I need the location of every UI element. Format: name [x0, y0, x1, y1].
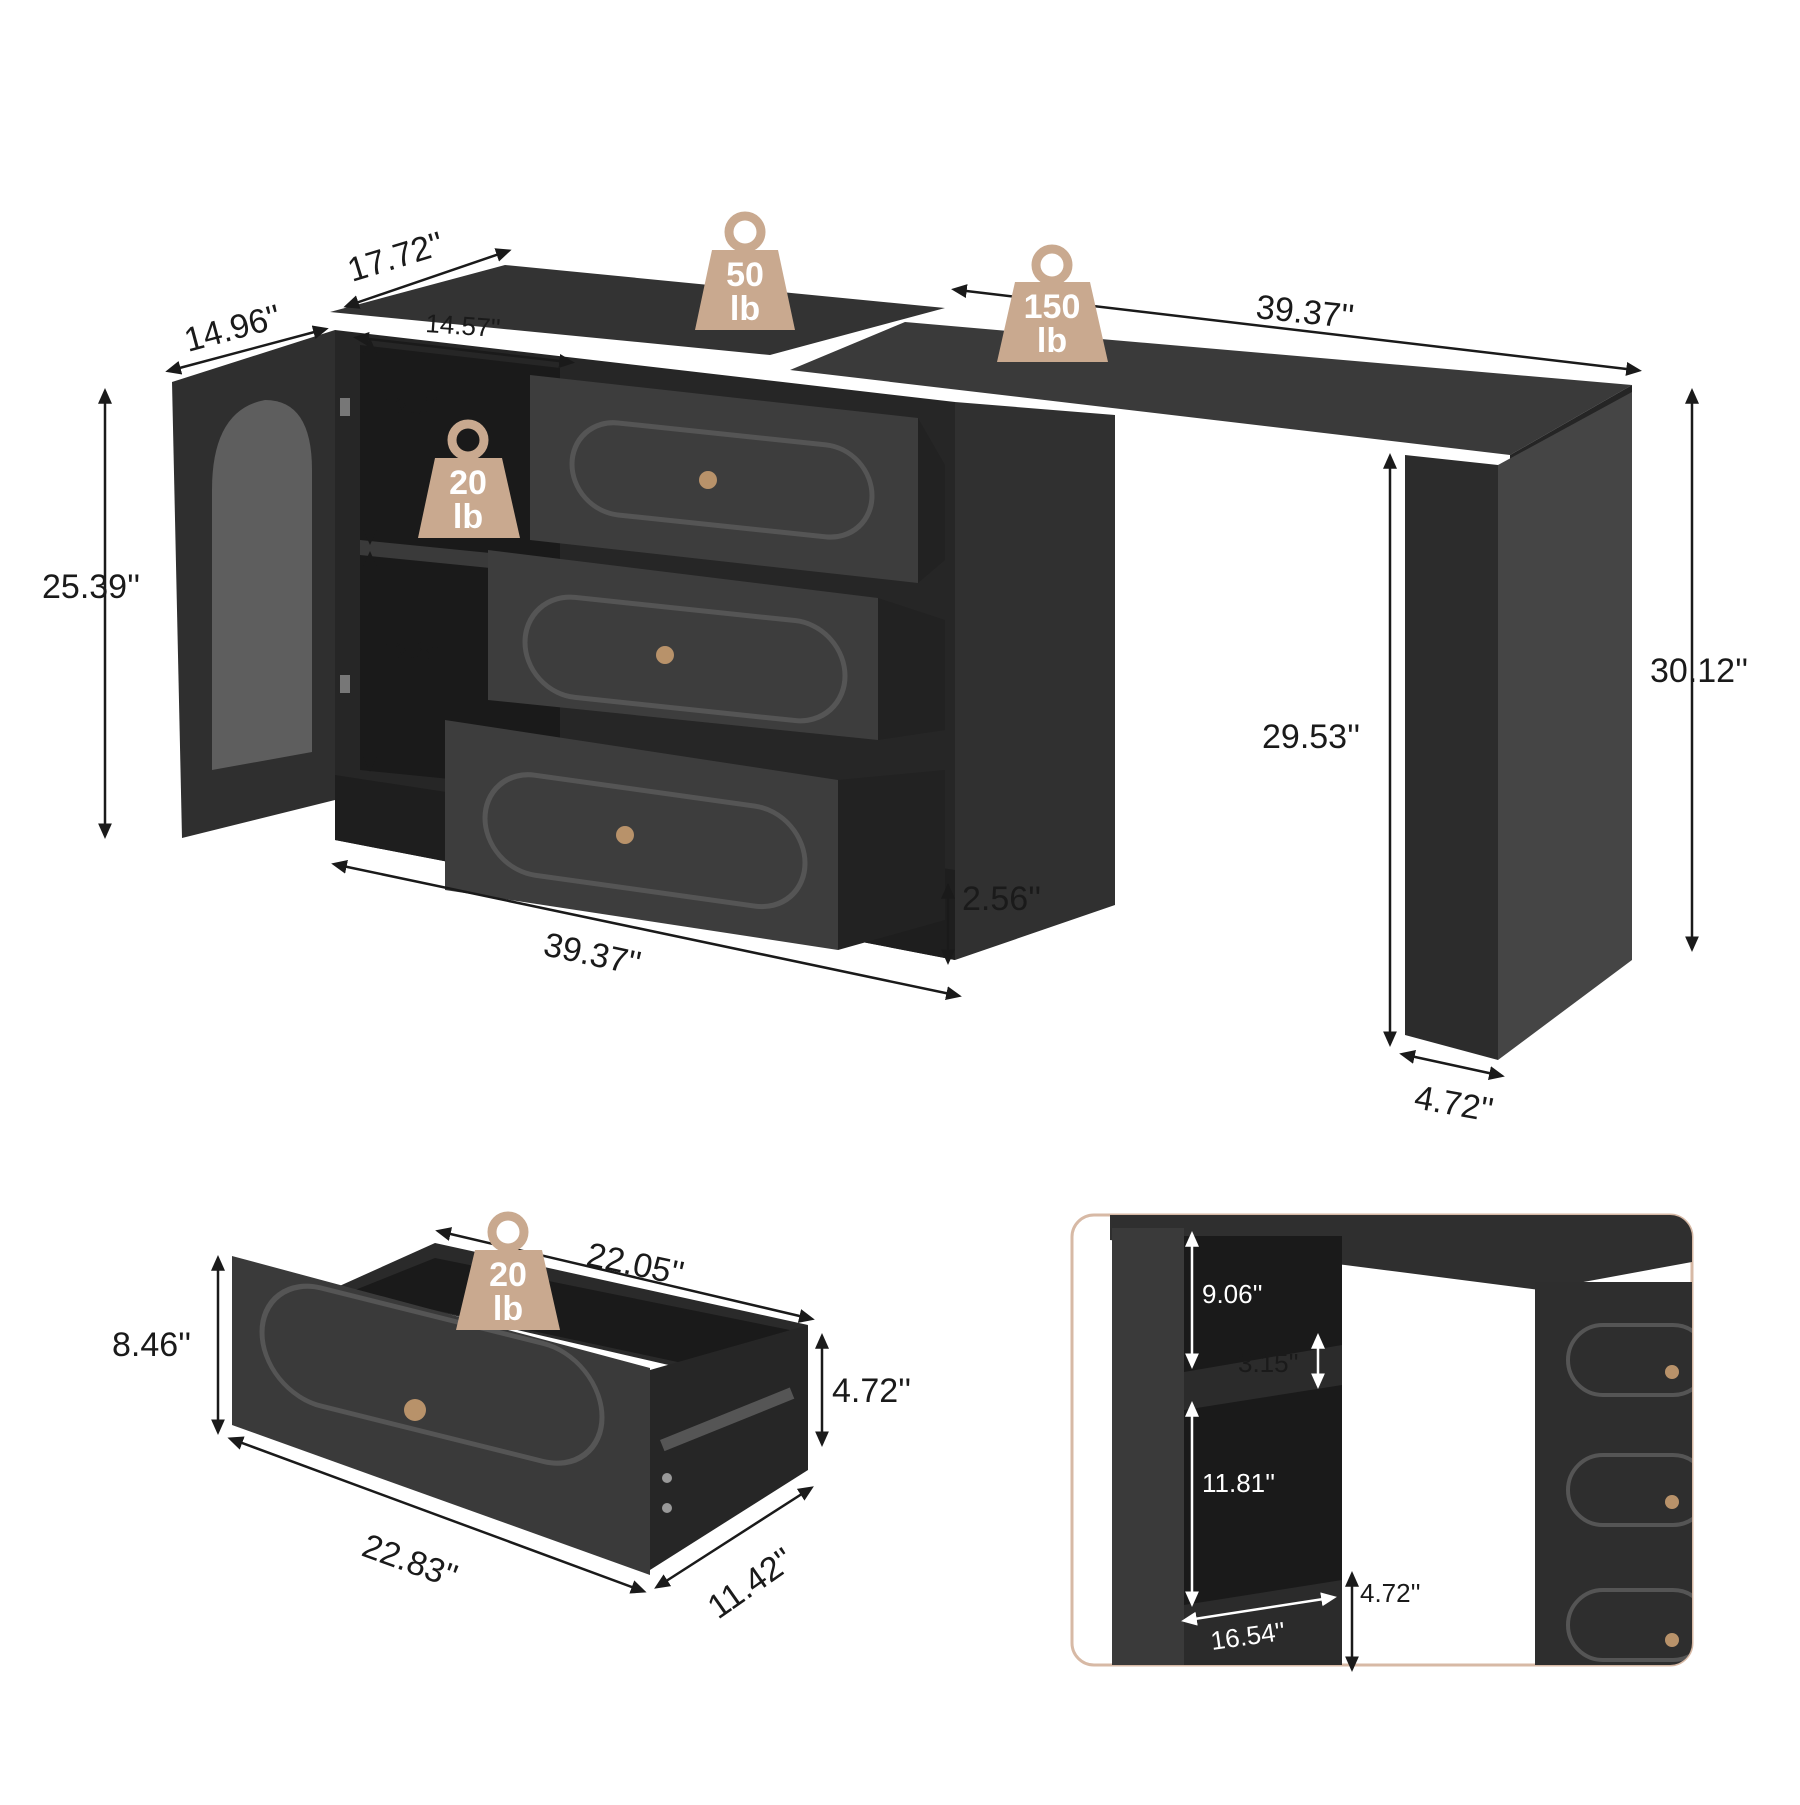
drawer-middle [488, 550, 945, 740]
weight-badge-shelf: 20 lb [418, 419, 520, 538]
weight-icon [997, 244, 1108, 362]
weight-unit: lb [453, 498, 483, 536]
knob [699, 471, 717, 489]
dim-shelf-width: 14.57'' [425, 308, 502, 343]
knob [404, 1399, 426, 1421]
weight-unit: lb [493, 1290, 523, 1328]
dim-cabinet-height: 25.39'' [42, 568, 140, 606]
dim-cabinet-width: 39.37'' [540, 926, 644, 984]
dim-drawer-depth: 11.42'' [701, 1541, 801, 1627]
drawer-dimension-lines [211, 1227, 829, 1594]
dim-shelf-thickness: 3.15'' [1238, 1348, 1299, 1378]
dim-drawer-inner-height: 4.72'' [832, 1372, 911, 1410]
dim-drawer-front-width: 22.83'' [357, 1527, 462, 1596]
dim-inset-base-height: 4.72'' [1360, 1578, 1421, 1608]
inset-shelf-board [1184, 1345, 1342, 1410]
inset-drawer-unit [1535, 1282, 1692, 1665]
dim-upper-gap: 9.06'' [1202, 1279, 1263, 1309]
cabinet-right-side [955, 402, 1115, 960]
dim-upper-shelf-height: 12.01'' [380, 391, 455, 421]
inset-desk-top [1110, 1215, 1692, 1290]
cabinet-door [172, 330, 350, 838]
weight-badge-top: 50 lb [695, 211, 795, 330]
dim-base-height: 2.56'' [962, 880, 1041, 918]
dim-lower-shelf-height: 12.8'' [380, 636, 441, 666]
weight-icon [456, 1211, 560, 1330]
weight-unit: lb [730, 290, 760, 328]
shelf-dimension-labels: 9.06'' 3.15'' 11.81'' 16.54'' 4.72'' [1202, 1279, 1421, 1656]
dim-desk-width: 39.37'' [1254, 288, 1356, 336]
dim-drawer-front-height: 8.46'' [112, 1326, 191, 1364]
weight-icon [418, 419, 520, 538]
weight-value: 50 [726, 256, 764, 294]
weight-value: 20 [489, 1256, 527, 1294]
weight-unit: lb [1037, 322, 1067, 360]
drawer-top [530, 375, 945, 583]
desk-leg [1405, 455, 1498, 1060]
weight-badge-desk: 150 lb [997, 244, 1108, 362]
knob [1665, 1495, 1679, 1509]
inset-leg-panel [1112, 1228, 1184, 1665]
knob [616, 826, 634, 844]
dim-leg-clearance: 29.53'' [1262, 718, 1360, 756]
shelf-dimension-lines [1181, 1231, 1359, 1672]
knob [1665, 1365, 1679, 1379]
knob [656, 646, 674, 664]
dim-lower-gap: 11.81'' [1202, 1468, 1275, 1498]
weight-value: 150 [1024, 288, 1081, 326]
drawer-slide-rail [659, 1387, 795, 1452]
weight-badge-drawer: 20 lb [456, 1211, 560, 1330]
dim-door-width: 14.96'' [180, 298, 285, 360]
knob [1665, 1633, 1679, 1647]
arched-glass-panel [212, 400, 312, 770]
dim-leg-thickness: 4.72'' [1412, 1078, 1497, 1129]
weight-icon [695, 211, 795, 330]
dim-cabinet-depth: 17.72'' [343, 225, 448, 290]
dim-desk-height: 30.12'' [1650, 652, 1748, 690]
weight-value: 20 [449, 464, 487, 502]
desk-side-panel [1498, 392, 1632, 1060]
